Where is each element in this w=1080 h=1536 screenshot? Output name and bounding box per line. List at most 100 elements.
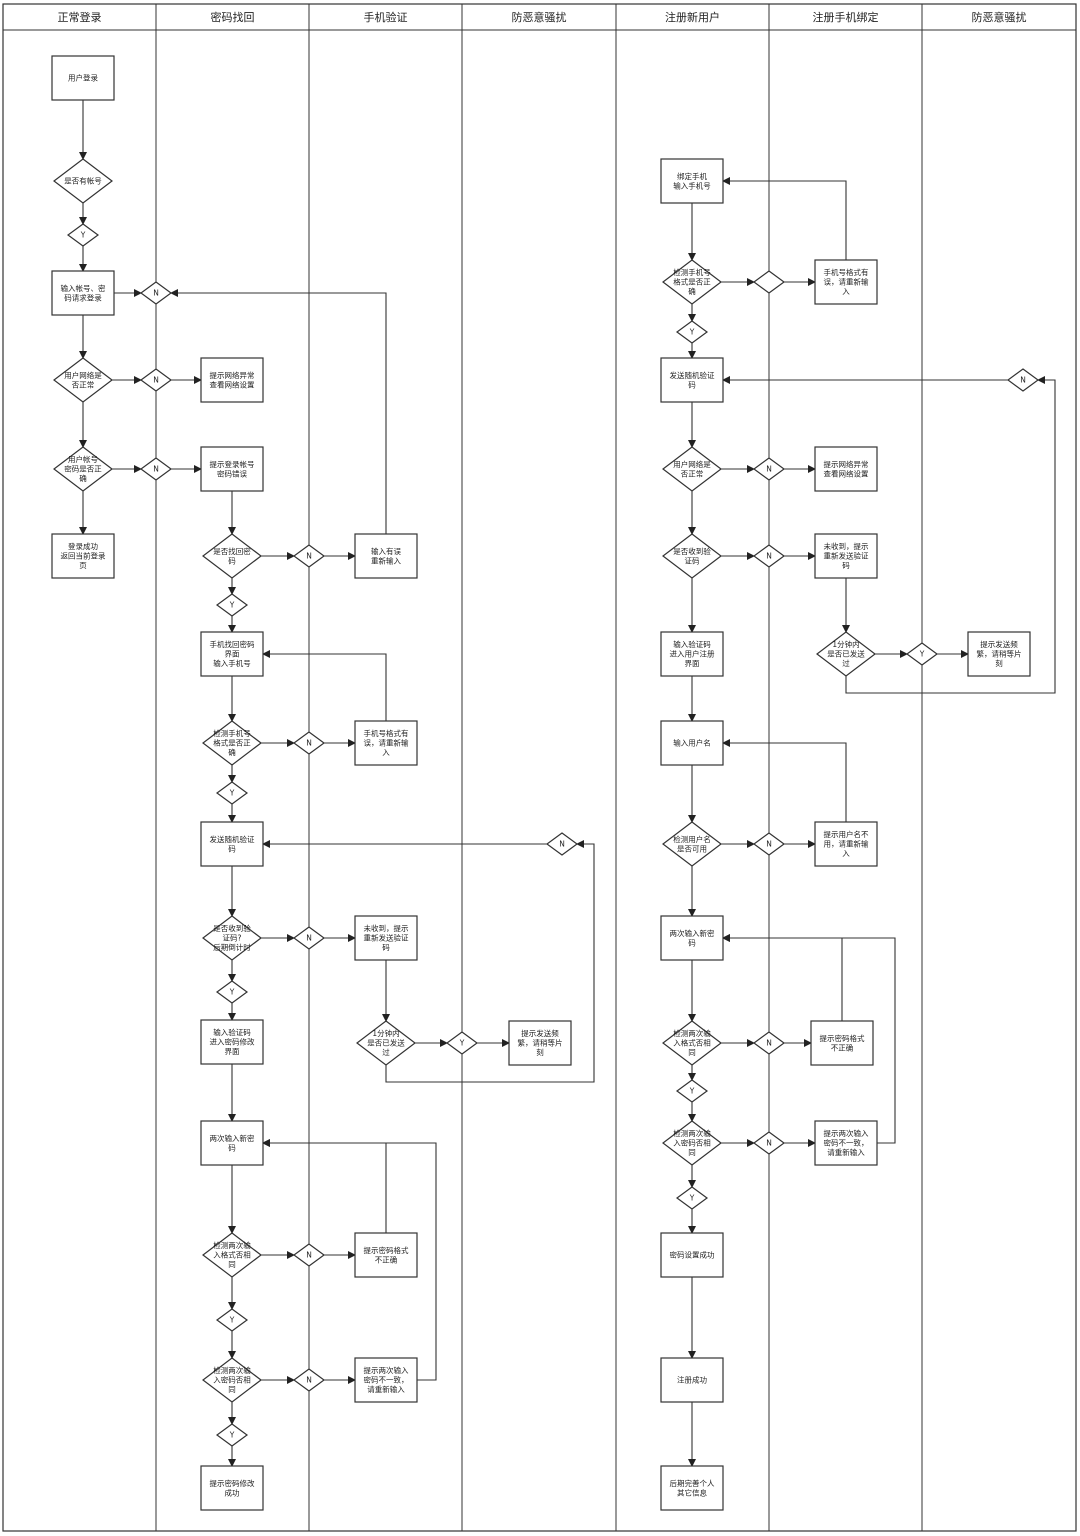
connector-diamond-shape (752, 1131, 786, 1155)
node-label: 输入验证码 (673, 639, 711, 649)
node-label: 1分钟内 (372, 1028, 399, 1038)
connector-diamond-e14: Y (675, 1186, 709, 1210)
node-label: Y (229, 601, 235, 610)
node-label: 过 (382, 1047, 390, 1057)
lane-header: 防恶意骚扰 (512, 10, 567, 24)
decision-diamond-shape (816, 631, 876, 677)
node-label: 1分钟内 (832, 639, 859, 649)
node-label: 繁，请稍等片 (518, 1038, 563, 1048)
connector-diamond-shape (752, 1031, 786, 1055)
node-label: N (766, 465, 772, 474)
node-label: 不正确 (831, 1042, 854, 1052)
node-label: N (153, 289, 159, 298)
decision-diamond-shape (662, 446, 722, 492)
node-label: 入密码否相 (213, 1375, 251, 1385)
node-label: Y (919, 650, 925, 659)
connector-diamond-b7: Y (215, 781, 249, 805)
decision-diamond-shape (53, 357, 113, 403)
process-box-shape (200, 1465, 264, 1511)
node-label: 入格式否相 (213, 1250, 251, 1260)
process-box-shape (810, 1020, 874, 1066)
process-box-shape (814, 821, 878, 867)
node-label: 繁，请稍等片 (977, 649, 1022, 659)
node-label: 否正常 (72, 380, 95, 389)
node-label: 用，请重新输 (824, 839, 869, 849)
node-label: 输入手机号 (213, 658, 251, 668)
process-box-shape (660, 1232, 724, 1278)
connector-diamond-b4: Y (215, 593, 249, 617)
node-label: 入 (842, 287, 850, 296)
node-label: 两次输入新密 (670, 928, 715, 938)
node-label: 提示网络异常 (210, 370, 255, 380)
node-label: 查看网络设置 (210, 379, 255, 389)
node-label: 确 (688, 286, 696, 296)
node-label: 绑定手机 (677, 171, 707, 181)
connector-diamond-shape (752, 270, 786, 294)
connector-diamond-cj: N (545, 832, 579, 856)
node-label: 否正常 (681, 469, 704, 478)
node-label: Y (689, 1087, 695, 1096)
node-label: Y (229, 1316, 235, 1325)
node-label: 注册成功 (677, 1375, 707, 1385)
connector-diamond-shape (752, 457, 786, 481)
node-label: Y (80, 231, 86, 240)
decision-diamond-shape (662, 1020, 722, 1066)
connector-diamond-shape (66, 223, 100, 247)
connector-diamond-ce: N (292, 731, 326, 755)
lane-header: 密码找回 (211, 10, 255, 24)
node-label: 码 (688, 938, 696, 947)
lane-header: 正常登录 (58, 10, 102, 24)
node-label: 是否有帐号 (64, 176, 102, 186)
node-label: N (766, 1139, 772, 1148)
connector-diamond-b16: Y (215, 1423, 249, 1447)
connector-diamond-shape (292, 926, 326, 950)
connector-diamond-e12: Y (675, 1079, 709, 1103)
node-label: 用户网络是 (673, 459, 711, 469)
connector-diamond-shape (215, 781, 249, 805)
connector-diamond-shape (215, 980, 249, 1004)
lane-header: 手机验证 (364, 10, 408, 24)
process-box-shape (51, 533, 115, 579)
node-label: 提示两次输入 (364, 1365, 409, 1375)
process-box-shape (660, 631, 724, 677)
decision-diamond-shape (662, 259, 722, 305)
connector-diamond-shape (1006, 368, 1040, 392)
node-label: 检测两次输 (213, 1240, 251, 1250)
node-label: 是否可用 (677, 844, 707, 853)
node-label: 提示登录帐号 (210, 459, 255, 469)
node-label: N (153, 465, 159, 474)
node-label: N (766, 1039, 772, 1048)
node-label: 界面 (225, 1047, 240, 1056)
node-label: 用户网络是 (64, 370, 102, 380)
process-box-e15: 密码设置成功 (660, 1232, 724, 1278)
process-box-shape (814, 1120, 878, 1166)
node-label: 确 (79, 473, 87, 483)
node-label: Y (689, 1194, 695, 1203)
node-label: 检测用户名 (673, 834, 711, 844)
node-label: 查看网络设置 (824, 468, 869, 478)
node-label: 界面 (225, 650, 240, 659)
process-box-shape (508, 1020, 572, 1066)
node-label: 请重新输入 (367, 1384, 405, 1394)
node-label: Y (229, 1431, 235, 1440)
node-label: N (766, 552, 772, 561)
node-label: 提示发送频 (521, 1028, 559, 1038)
diagram-frame (2, 3, 1077, 1532)
node-label: 检测两次输 (673, 1028, 711, 1038)
connector-diamond-shape (445, 1031, 479, 1055)
node-label: 界面 (685, 659, 700, 668)
